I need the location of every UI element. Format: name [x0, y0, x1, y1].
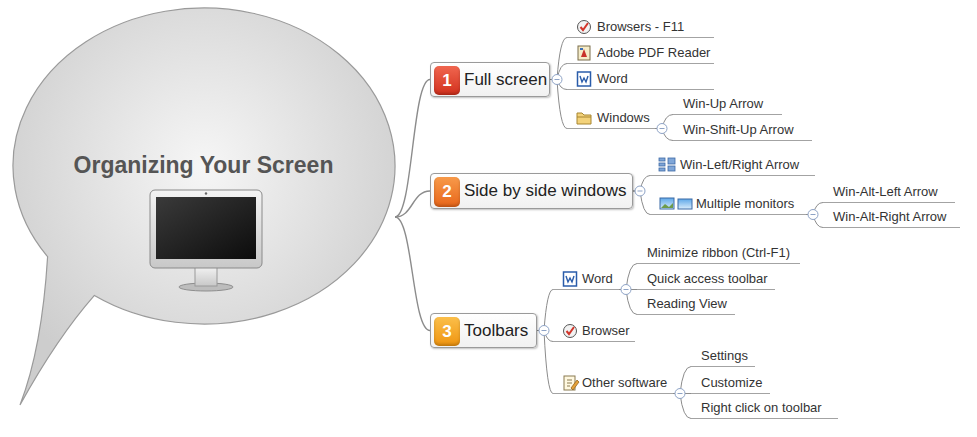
- branch-connector: [655, 115, 673, 129]
- branch-connector: [673, 367, 691, 394]
- central-title: Organizing Your Screen: [12, 152, 395, 179]
- collapse-minus: [542, 330, 547, 331]
- node-text: Win-Up Arrow: [683, 93, 782, 114]
- collapse-minus: [555, 79, 560, 80]
- branch-connector: [395, 191, 430, 217]
- branch-connector: [550, 80, 567, 129]
- node-text: Customize: [701, 372, 770, 393]
- node-text: Minimize ribbon (Ctrl-F1): [647, 242, 800, 263]
- subtopic: Browser: [553, 320, 635, 342]
- node-text: Browsers - F11: [597, 16, 714, 37]
- branch-connector: [806, 203, 823, 215]
- collapse-minus: [660, 128, 665, 129]
- node-text: Word: [582, 268, 619, 289]
- node-text: Multiple monitors: [696, 193, 806, 214]
- subtopic: Win-Left/Right Arrow: [650, 154, 815, 176]
- node-text: Side by side windows: [431, 174, 632, 208]
- node-text: Quick access toolbar: [647, 268, 775, 289]
- branch-connector: [673, 394, 691, 419]
- collapse-minus: [638, 191, 643, 192]
- collapse-circle: [808, 210, 818, 220]
- subtopic: Settings: [691, 345, 755, 367]
- node-text: Windows: [597, 107, 655, 128]
- subtopic: Reading View: [637, 293, 735, 315]
- central-bubble: Organizing Your Screen: [12, 8, 395, 426]
- number-badge: 3: [434, 317, 460, 346]
- subtopic: Word: [567, 68, 714, 90]
- node-text: Word: [597, 68, 714, 89]
- collapse-minus: [678, 393, 683, 394]
- collapse-markers: [539, 75, 818, 399]
- collapse-circle: [621, 285, 631, 295]
- callout-number: 1: [434, 66, 460, 95]
- node-text: Win-Alt-Right Arrow: [833, 206, 960, 227]
- branch-connector: [619, 290, 637, 315]
- topic-box: Toolbars3: [430, 313, 537, 348]
- collapse-minus: [811, 214, 816, 215]
- node-text: Win-Alt-Left Arrow: [833, 181, 955, 202]
- collapse-circle: [539, 326, 549, 336]
- number-badge: 1: [434, 66, 460, 95]
- branch-connector: [537, 331, 553, 394]
- folder-icon: [577, 113, 591, 124]
- bubble-shape: [13, 8, 395, 405]
- node-text: Reading View: [647, 293, 735, 314]
- subtopic: Windows: [567, 107, 655, 129]
- bubble-outline: [12, 8, 395, 426]
- branch-connector: [395, 80, 430, 218]
- subtopic: Win-Shift-Up Arrow: [673, 119, 812, 141]
- subtopic: Win-Alt-Right Arrow: [823, 206, 960, 228]
- word-icon: [564, 272, 577, 286]
- subtopic: Right click on toolbar: [691, 397, 838, 419]
- settings-icon: [564, 376, 579, 390]
- collapse-minus: [624, 289, 629, 290]
- branch-connector: [537, 290, 553, 331]
- node-text: Browser: [582, 320, 635, 341]
- browser-icon: [564, 325, 577, 338]
- callout-number: 3: [434, 317, 460, 346]
- callout-number: 2: [434, 177, 460, 207]
- node-text: Win-Shift-Up Arrow: [683, 119, 812, 140]
- collapse-circle: [675, 389, 685, 399]
- subtopic: Minimize ribbon (Ctrl-F1): [637, 242, 800, 264]
- word-icon: [578, 72, 591, 86]
- subtopic: Win-Alt-Left Arrow: [823, 181, 955, 203]
- topic-box: Full screen1: [430, 62, 550, 97]
- browser-icon: [578, 21, 591, 34]
- subtopic: Customize: [691, 372, 770, 394]
- screen-icon: [678, 199, 692, 209]
- collapse-circle: [552, 75, 562, 85]
- node-text: Other software: [582, 372, 673, 393]
- subtopic: Adobe PDF Reader: [567, 42, 714, 64]
- subtopic: Other software: [553, 372, 673, 394]
- subtopic: Word: [553, 268, 619, 290]
- branch-connector: [619, 264, 637, 290]
- branch-connector: [550, 38, 567, 80]
- topic-box: Side by side windows2: [430, 173, 633, 209]
- collapse-circle: [657, 124, 667, 134]
- branch-connector: [550, 64, 567, 80]
- node-text: Adobe PDF Reader: [597, 42, 714, 63]
- subtopic: Browsers - F11: [567, 16, 714, 38]
- branch-connector: [395, 217, 430, 331]
- node-text: Win-Left/Right Arrow: [680, 154, 815, 175]
- branch-connector: [806, 215, 823, 228]
- subtopic: Quick access toolbar: [637, 268, 775, 290]
- node-text: Settings: [701, 345, 755, 366]
- subtopic: Win-Up Arrow: [673, 93, 782, 115]
- branch-connector: [537, 331, 553, 342]
- number-badge: 2: [434, 177, 460, 207]
- branch-connector: [550, 80, 567, 90]
- branch-connector: [633, 176, 650, 192]
- branch-connector: [655, 129, 673, 141]
- subtopic: Multiple monitors: [650, 193, 806, 215]
- branch-connector: [633, 191, 650, 215]
- node-text: Right click on toolbar: [701, 397, 838, 418]
- collapse-circle: [635, 186, 645, 196]
- pdf-icon: [578, 46, 590, 60]
- tile-icon: [659, 158, 675, 171]
- screen-icon: [660, 198, 674, 209]
